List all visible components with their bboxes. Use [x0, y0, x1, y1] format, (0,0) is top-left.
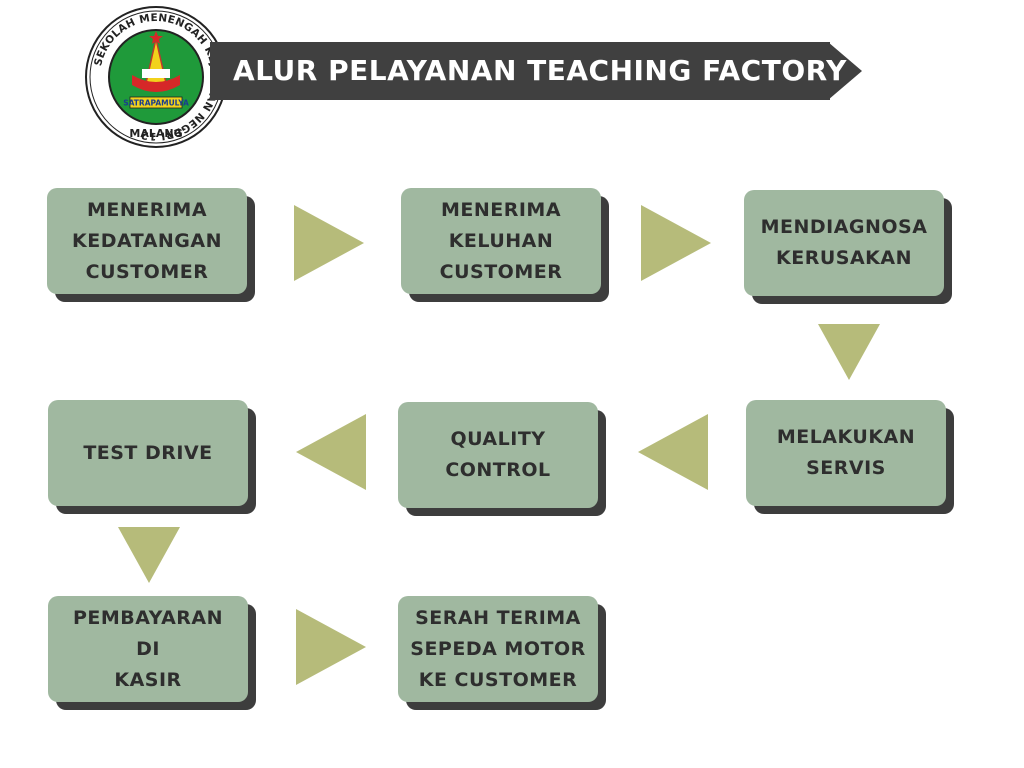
step-label-3: MENDIAGNOSA KERUSAKAN	[760, 216, 928, 269]
step-box-4: MELAKUKAN SERVIS	[746, 400, 954, 514]
arrow-left-1	[638, 414, 708, 490]
step-box-6: TEST DRIVE	[48, 400, 256, 514]
arrow-right-2	[641, 205, 711, 281]
arrow-down-1	[818, 324, 880, 380]
arrow-down-2	[118, 527, 180, 583]
step-box-5: QUALITY CONTROL	[398, 402, 606, 516]
arrow-right-1	[294, 205, 364, 281]
title-banner-arrow	[828, 42, 862, 100]
school-emblem-icon: SEKOLAH MENENGAH KEJURUAN NEGERI 12 MALA…	[85, 6, 227, 148]
step-label-6: TEST DRIVE	[83, 441, 213, 464]
page-title: ALUR PELAYANAN TEACHING FACTORY	[233, 54, 847, 87]
step-box-1: MENERIMA KEDATANGAN CUSTOMER	[47, 188, 255, 302]
logo-bottom-text: MALANG	[129, 127, 182, 140]
school-logo: SEKOLAH MENENGAH KEJURUAN NEGERI 12 MALA…	[84, 5, 228, 149]
step-label-8: SERAH TERIMA SEPEDA MOTOR KE CUSTOMER	[410, 606, 586, 691]
step-box-2: MENERIMA KELUHAN CUSTOMER	[401, 188, 609, 302]
step-label-4: MELAKUKAN SERVIS	[776, 426, 916, 479]
step-box-7: PEMBAYARAN DI KASIR	[48, 596, 256, 710]
step-box-3: MENDIAGNOSA KERUSAKAN	[744, 190, 952, 304]
arrow-left-2	[296, 414, 366, 490]
step-label-2: MENERIMA KELUHAN CUSTOMER	[439, 198, 563, 283]
step-label-1: MENERIMA KEDATANGAN CUSTOMER	[72, 198, 222, 283]
step-label-7: PEMBAYARAN DI KASIR	[72, 606, 224, 691]
title-banner	[210, 42, 830, 100]
step-label-5: QUALITY CONTROL	[445, 428, 551, 481]
step-box-8: SERAH TERIMA SEPEDA MOTOR KE CUSTOMER	[398, 596, 606, 710]
logo-banner-text: SATRAPAMULYA	[123, 99, 189, 108]
arrow-right-3	[296, 609, 366, 685]
